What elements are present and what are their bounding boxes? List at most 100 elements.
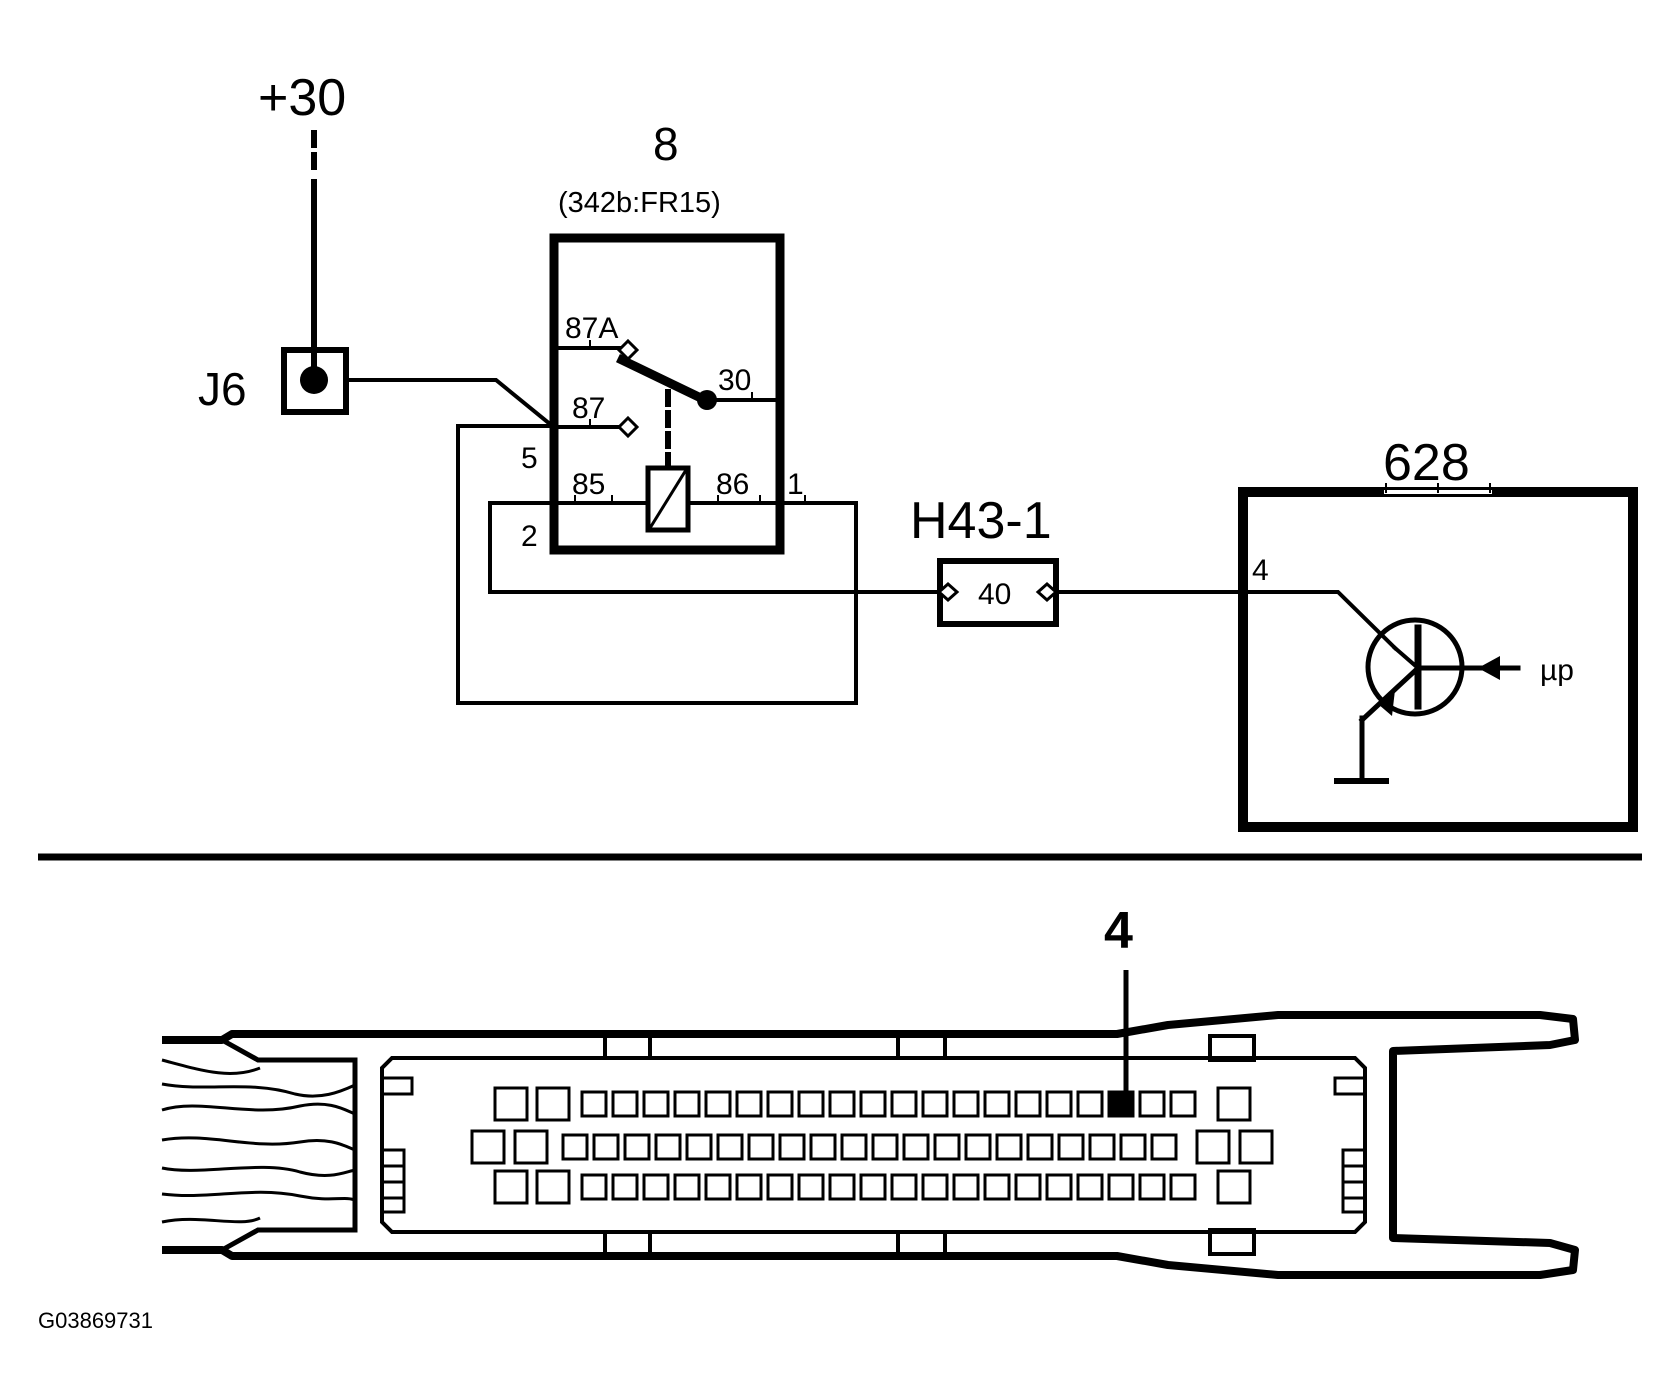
relay-pin-87: 87 (572, 392, 605, 425)
pin-cavity (1169, 1090, 1197, 1118)
pin-cavity (1150, 1133, 1178, 1161)
pin-cavity (797, 1090, 825, 1118)
pin-cavity-large (513, 1129, 549, 1165)
relay-pin-1: 1 (787, 468, 804, 501)
pin-cavity (1057, 1133, 1085, 1161)
connector-pin: 40 (978, 578, 1011, 611)
pin-cavity (1014, 1090, 1042, 1118)
pin-cavity-large (1216, 1169, 1252, 1205)
pin-cavity (1076, 1173, 1104, 1201)
pin-cavity (890, 1173, 918, 1201)
pin-cavity-large (1238, 1129, 1274, 1165)
relay-pin-85: 85 (572, 468, 605, 501)
pin-cavity (1014, 1173, 1042, 1201)
relay-id: 8 (653, 118, 679, 170)
relay-pin-2: 2 (521, 520, 538, 553)
pin-cavity-large (470, 1129, 506, 1165)
pin-cavity (952, 1173, 980, 1201)
pin-cavity (735, 1090, 763, 1118)
relay-pin-5: 5 (521, 442, 538, 475)
wire-relay-h43 (488, 501, 942, 594)
pin-cavity (902, 1133, 930, 1161)
connector-view (161, 970, 1579, 1279)
pin-cavity-large (493, 1086, 529, 1122)
pin-cavity (642, 1090, 670, 1118)
ecu-signal: µp (1540, 654, 1574, 687)
pin-cavity (1026, 1133, 1054, 1161)
supply-label: +30 (258, 69, 346, 127)
wire-j6-relay (344, 378, 553, 427)
wire-h43-ecu (1054, 590, 1398, 651)
pin-cavity (673, 1090, 701, 1118)
relay-pin-87a: 87A (565, 312, 618, 345)
pin-cavity (704, 1090, 732, 1118)
pin-cavity (642, 1173, 670, 1201)
pin-cavity (654, 1133, 682, 1161)
ecu-628-box (1238, 487, 1638, 832)
relay-8-body (549, 233, 785, 555)
pin-cavity-large (493, 1169, 529, 1205)
relay-pin-86: 86 (716, 468, 749, 501)
schematic (281, 130, 1638, 832)
pin-cavity (611, 1090, 639, 1118)
relay-pin-30: 30 (718, 364, 751, 397)
pin-cavity (1076, 1090, 1104, 1118)
pin-cavity (735, 1173, 763, 1201)
relay-ref: (342b:FR15) (558, 187, 721, 219)
pin-cavity (828, 1173, 856, 1201)
pin-cavity (766, 1090, 794, 1118)
pin-cavity (623, 1133, 651, 1161)
pin-cavity (592, 1133, 620, 1161)
pin-cavity (1138, 1173, 1166, 1201)
pin-cavity (933, 1133, 961, 1161)
pin-cavity (983, 1090, 1011, 1118)
pin-cavity (1107, 1173, 1135, 1201)
pin-cavity-large (1195, 1129, 1231, 1165)
pin-cavity (840, 1133, 868, 1161)
pin-cavity (766, 1173, 794, 1201)
junction-label: J6 (198, 363, 247, 415)
pin-cavity (716, 1133, 744, 1161)
pin-cavity (983, 1173, 1011, 1201)
pin-cavity (1045, 1090, 1073, 1118)
pin-cavity (747, 1133, 775, 1161)
pin-cavity (1045, 1173, 1073, 1201)
image-code: G03869731 (38, 1308, 153, 1333)
pin-cavity (921, 1090, 949, 1118)
pin-cavity-large (535, 1086, 571, 1122)
pin-cavity (952, 1090, 980, 1118)
connector-pin-grid (470, 1086, 1274, 1205)
pin-cavity (704, 1173, 732, 1201)
connector-pin-callout: 4 (1104, 902, 1133, 960)
pin-cavity (561, 1133, 589, 1161)
pin-cavity (580, 1090, 608, 1118)
pin-cavity-large (1216, 1086, 1252, 1122)
pin-cavity (1088, 1133, 1116, 1161)
connector-label: H43-1 (910, 492, 1052, 550)
pin-cavity (871, 1133, 899, 1161)
pin-cavity (580, 1173, 608, 1201)
pin-cavity (859, 1090, 887, 1118)
pin-cavity-large (535, 1169, 571, 1205)
pin-cavity (778, 1133, 806, 1161)
pin-cavity (828, 1090, 856, 1118)
pin-cavity (890, 1090, 918, 1118)
pin-cavity (1138, 1090, 1166, 1118)
ecu-id: 628 (1383, 434, 1470, 492)
pin-cavity (1119, 1133, 1147, 1161)
pin-cavity (859, 1173, 887, 1201)
ecu-pin: 4 (1252, 554, 1269, 587)
pin-cavity (964, 1133, 992, 1161)
pin-cavity (995, 1133, 1023, 1161)
pin-cavity (921, 1173, 949, 1201)
pin-cavity-4 (1107, 1090, 1135, 1118)
pin-cavity (611, 1173, 639, 1201)
pin-cavity (797, 1173, 825, 1201)
pin-cavity (809, 1133, 837, 1161)
pin-cavity (685, 1133, 713, 1161)
pin-cavity (1169, 1173, 1197, 1201)
wire-loop-outer (456, 424, 858, 705)
transistor-symbol (1334, 617, 1521, 784)
pin-cavity (673, 1173, 701, 1201)
